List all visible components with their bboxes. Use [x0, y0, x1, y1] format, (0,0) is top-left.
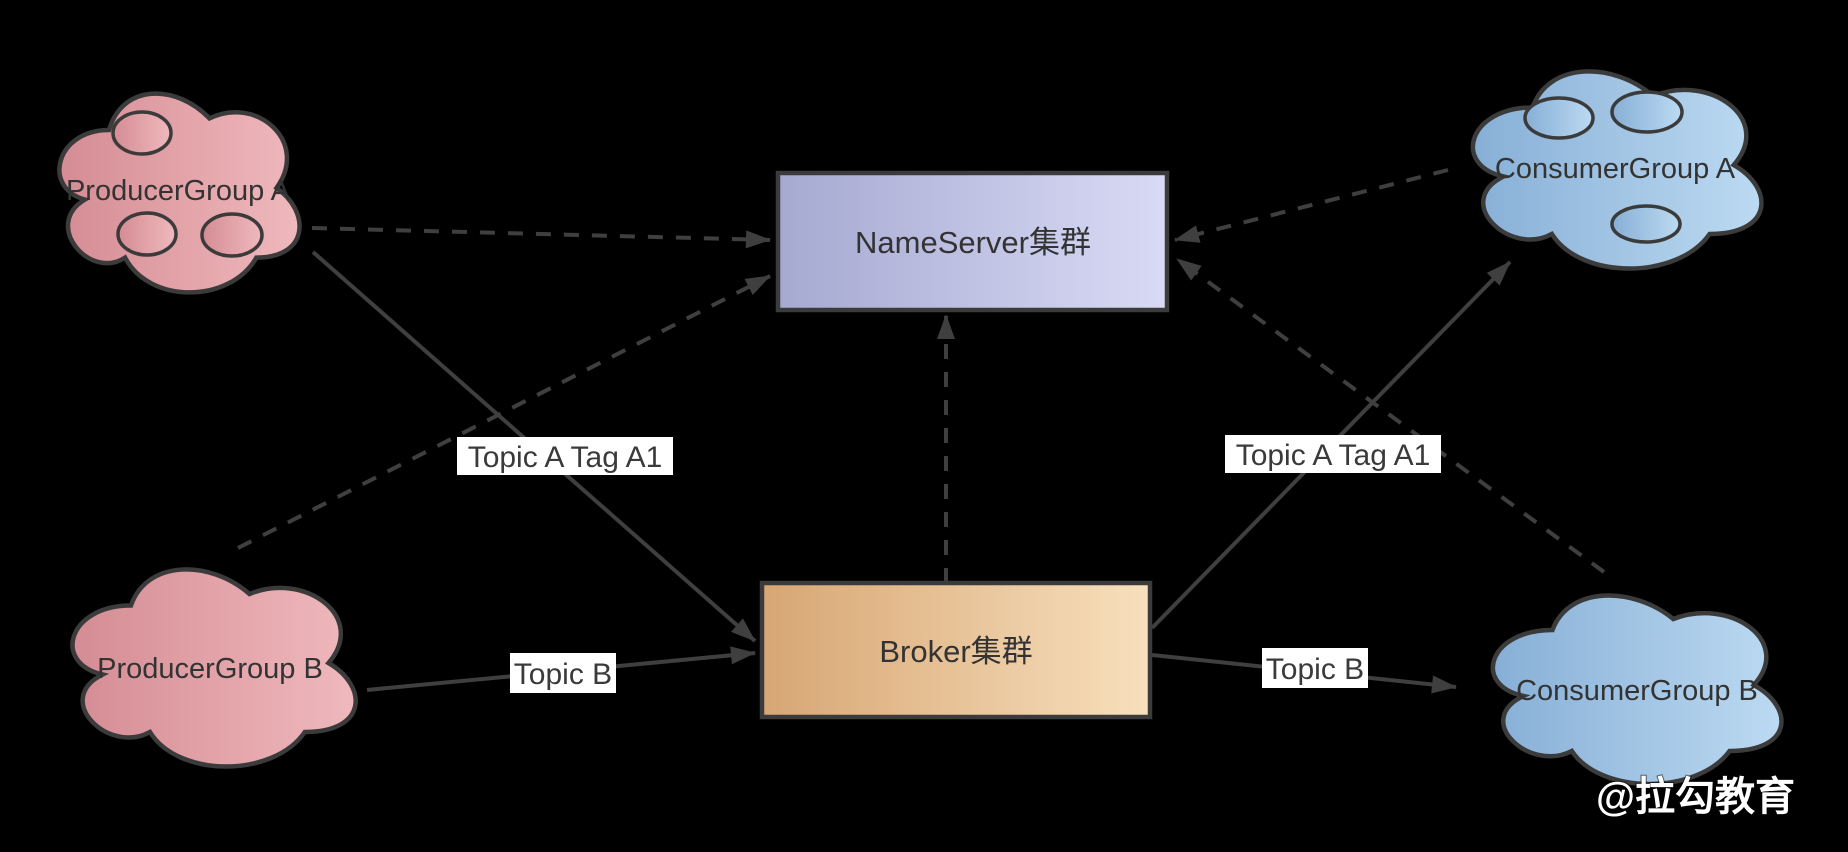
edge-consumer-b-to-nameserver	[1175, 257, 1606, 574]
consumer-group-b-cloud-shape	[1490, 593, 1784, 787]
edge-labels: Topic A Tag A1 Topic B Topic A Tag A1 To…	[457, 435, 1441, 693]
node-consumer-group-a: ConsumerGroup A	[1470, 69, 1764, 271]
edge-label-producer-b-topic: Topic B	[510, 653, 616, 693]
producer-a-instance-ellipse	[116, 211, 178, 257]
edge-producer-a-to-nameserver	[311, 226, 771, 249]
broker-cluster-label: Broker集群	[879, 634, 1032, 669]
edge-label-producer-a-topic: Topic A Tag A1	[457, 437, 673, 475]
broker-box-shape	[759, 580, 1153, 720]
consumer-a-instance-ellipse	[1610, 204, 1682, 244]
node-nameserver-cluster: NameServer集群	[775, 170, 1170, 313]
producer-a-instance-ellipse	[111, 110, 173, 156]
consumer-a-instance-ellipse	[1610, 90, 1684, 134]
nameserver-cluster-label: NameServer集群	[855, 225, 1091, 260]
edge-label-bg	[510, 653, 616, 693]
node-broker-cluster: Broker集群	[759, 580, 1153, 720]
node-consumer-group-b: ConsumerGroup B	[1490, 593, 1784, 787]
watermark-text: @拉勾教育	[1596, 775, 1795, 819]
edge-label-text: Topic A Tag A1	[1236, 439, 1431, 472]
nodes: ProducerGroup A ProducerGroup B Consumer…	[57, 69, 1784, 787]
edge-label-bg	[1262, 648, 1368, 688]
edge-label-bg	[1225, 435, 1441, 473]
node-producer-group-b: ProducerGroup B	[70, 567, 358, 769]
edge-label-consumer-b-topic: Topic B	[1262, 648, 1368, 688]
edge-label-text: Topic B	[1266, 653, 1364, 686]
edge-label-consumer-a-topic: Topic A Tag A1	[1225, 435, 1441, 473]
producer-group-b-label: ProducerGroup B	[97, 653, 323, 685]
edge-producer-b-to-nameserver	[237, 274, 771, 550]
nameserver-box-shape	[775, 170, 1170, 313]
edge-label-bg	[457, 437, 673, 475]
producer-group-b-cloud-shape	[70, 567, 358, 769]
consumer-a-instance-ellipse	[1523, 96, 1595, 140]
edge-label-text: Topic B	[514, 658, 612, 691]
node-producer-group-a: ProducerGroup A	[57, 91, 302, 295]
consumer-group-a-label: ConsumerGroup A	[1495, 153, 1736, 185]
consumer-group-b-label: ConsumerGroup B	[1516, 675, 1758, 707]
edge-consumer-a-to-nameserver	[1174, 168, 1449, 243]
producer-a-instance-ellipse	[200, 212, 264, 258]
edge-label-text: Topic A Tag A1	[468, 441, 663, 474]
producer-group-a-label: ProducerGroup A	[66, 175, 291, 207]
